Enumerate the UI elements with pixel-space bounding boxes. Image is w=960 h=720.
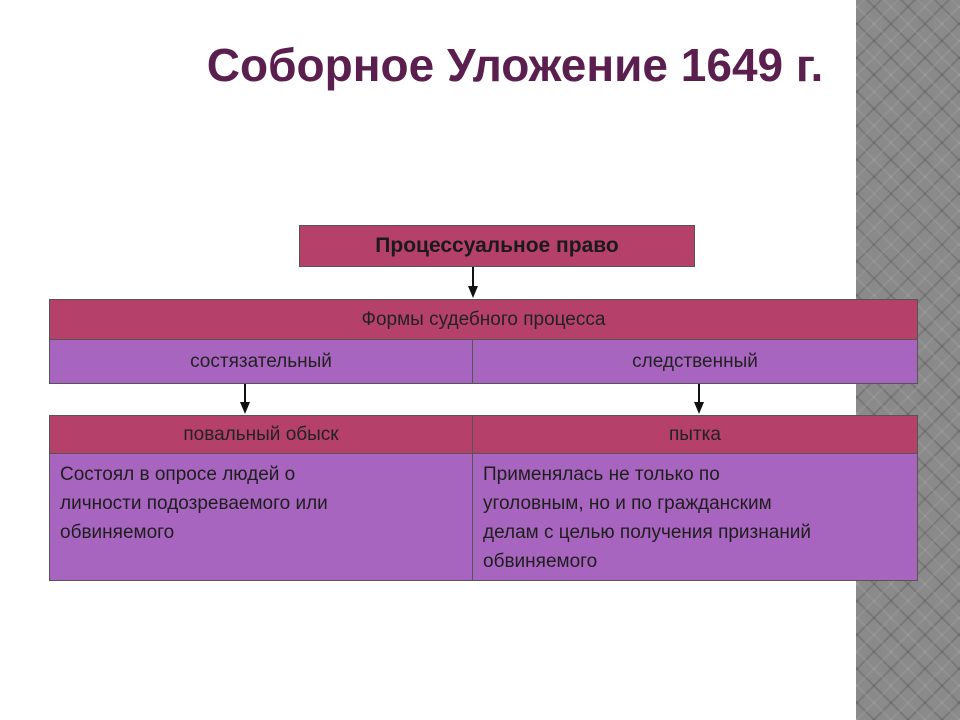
adversarial-form-cell: состязательный [49,339,473,384]
procedural-law-box: Процессуальное право [299,225,695,267]
description-line: обвиняемого [483,551,598,572]
inquisitorial-form-cell: следственный [472,339,918,384]
slide-title: Соборное Уложение 1649 г. [206,39,824,91]
mass-search-cell: повальный обыск [49,415,473,454]
arrow-adversarial-to-search [240,384,250,414]
arrow-top-to-forms [468,267,478,298]
mass-search-description: Состоял в опросе людей о личности подозр… [49,453,473,581]
description-line: делам с целью получения признаний [483,522,812,543]
torture-description: Применялась не только по уголовным, но и… [472,453,918,581]
arrow-inquisitorial-to-torture [694,384,704,414]
description-line: личности подозреваемого или [60,493,328,514]
description-line: обвиняемого [60,522,175,543]
description-line: Состоял в опросе людей о [60,464,296,485]
description-line: Применялась не только по [483,464,720,485]
forms-header-box: Формы судебного процесса [49,299,918,340]
description-line: уголовным, но и по гражданским [483,493,772,514]
torture-cell: пытка [472,415,918,454]
